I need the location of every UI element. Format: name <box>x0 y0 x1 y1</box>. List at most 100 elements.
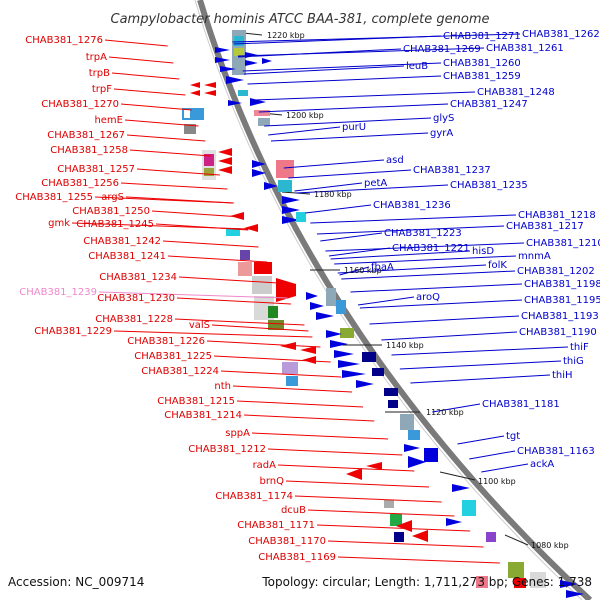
gene-label-right: fbaA <box>371 262 394 273</box>
gene-label-left: radA <box>253 460 277 471</box>
leader-line <box>104 39 168 47</box>
leader-line <box>288 169 412 179</box>
leader-line <box>267 448 403 456</box>
leader-line <box>178 276 278 284</box>
leader-line <box>162 240 259 248</box>
gene-label-right: thiH <box>552 370 573 381</box>
leader-line <box>381 331 518 341</box>
gene-label-left: CHAB381_1245 <box>76 219 154 230</box>
tick-label: 1160 kbp <box>344 266 382 275</box>
gene-label-right: CHAB381_1210 <box>526 238 600 249</box>
leader-line <box>167 255 268 263</box>
gene-label-left: CHAB381_1258 <box>50 145 128 156</box>
leader-line <box>334 255 517 265</box>
gene-label-left: gmk <box>48 218 70 229</box>
gene-label-right: mnmA <box>518 251 551 262</box>
gene-label-left: brnQ <box>260 476 285 487</box>
gene-label-left: CHAB381_1228 <box>95 314 173 325</box>
left-leader-lines <box>71 39 500 564</box>
gene-label-right: CHAB381_1271 <box>443 31 521 42</box>
gene-label-right: CHAB381_1269 <box>403 44 481 55</box>
leader-line <box>174 318 305 326</box>
gene-label-right: CHAB381_1190 <box>519 327 597 338</box>
gene-label-left: CHAB381_1250 <box>72 206 150 217</box>
leader-line <box>294 182 363 192</box>
leader-line <box>238 47 485 57</box>
gene-label-left: nth <box>214 381 231 392</box>
leader-line <box>359 299 523 309</box>
leader-line <box>111 72 180 80</box>
leader-line <box>337 264 487 274</box>
gene-label-right: thiG <box>563 356 584 367</box>
gene-label-right: CHAB381_1259 <box>443 71 521 82</box>
leader-line <box>120 103 192 111</box>
gene-label-left: CHAB381_1224 <box>141 366 219 377</box>
gene-label-right: CHAB381_1193 <box>521 311 599 322</box>
tick-label: 1220 kbp <box>267 31 305 40</box>
leader-line <box>251 432 389 440</box>
gene-label-right: aroQ <box>416 292 440 303</box>
gene-label-left: CHAB381_1267 <box>47 130 125 141</box>
leader-line <box>211 324 309 332</box>
gene-label-left: CHAB381_1215 <box>157 396 235 407</box>
gene-label-left: CHAB381_1256 <box>41 178 119 189</box>
leader-line <box>98 291 288 299</box>
gene-label-left: sppA <box>225 428 250 439</box>
leader-line <box>232 385 353 393</box>
gene-label-right: CHAB381_1217 <box>506 221 584 232</box>
gene-label-right: CHAB381_1261 <box>486 43 564 54</box>
gene-label-left: CHAB381_1170 <box>248 536 326 547</box>
leader-line <box>337 556 500 564</box>
leader-line <box>305 204 372 214</box>
gene-label-left: argS <box>101 192 124 203</box>
leader-line <box>108 56 174 64</box>
leader-line <box>391 346 569 356</box>
leader-line <box>151 210 242 218</box>
gene-label-right: CHAB381_1248 <box>477 87 555 98</box>
leader-line <box>327 540 484 548</box>
gene-label-right: CHAB381_1247 <box>450 99 528 110</box>
gene-label-left: CHAB381_1212 <box>188 444 266 455</box>
leader-line <box>310 214 517 224</box>
tick-label: 1200 kbp <box>286 111 324 120</box>
gene-label-right: CHAB381_1223 <box>384 228 462 239</box>
leader-line <box>236 400 364 408</box>
leader-line <box>481 463 529 473</box>
tick-label: 1100 kbp <box>478 477 516 486</box>
leader-line <box>457 435 505 445</box>
leader-line <box>432 403 481 413</box>
gene-label-left: CHAB381_1169 <box>258 552 336 563</box>
gene-label-right: CHAB381_1163 <box>517 446 595 457</box>
gene-label-left: dcuB <box>281 505 306 516</box>
leader-line <box>264 117 432 127</box>
leader-line <box>339 266 370 276</box>
gene-label-left: CHAB381_1225 <box>134 351 212 362</box>
leader-line <box>294 495 442 503</box>
gene-label-right: CHAB381_1195 <box>524 295 600 306</box>
genome-backbone <box>194 0 593 600</box>
gene-label-left: CHAB381_1276 <box>25 35 103 46</box>
leader-line <box>270 132 429 142</box>
gene-label-right: CHAB381_1181 <box>482 399 560 410</box>
leader-line <box>316 524 471 532</box>
gene-label-left: valS <box>189 320 210 331</box>
leader-line <box>129 149 212 157</box>
gene-label-right: petA <box>364 178 387 189</box>
gene-label-left: CHAB381_1270 <box>41 99 119 110</box>
leader-line <box>155 223 249 231</box>
gene-label-left: CHAB381_1234 <box>99 272 177 283</box>
gene-label-right: CHAB381_1198 <box>524 279 600 290</box>
gene-label-right: ackA <box>530 459 554 470</box>
leader-line <box>341 270 516 280</box>
gene-label-right: CHAB381_1236 <box>373 200 451 211</box>
gene-label-left: CHAB381_1171 <box>237 520 315 531</box>
gene-label-left: trpF <box>92 84 112 95</box>
leader-line <box>136 168 220 176</box>
leader-line <box>253 91 476 101</box>
leader-line <box>330 250 471 260</box>
gene-label-left: CHAB381_1241 <box>88 251 166 262</box>
gene-label-left: CHAB381_1174 <box>215 491 293 502</box>
leader-line <box>307 509 455 517</box>
leader-line <box>410 374 551 384</box>
